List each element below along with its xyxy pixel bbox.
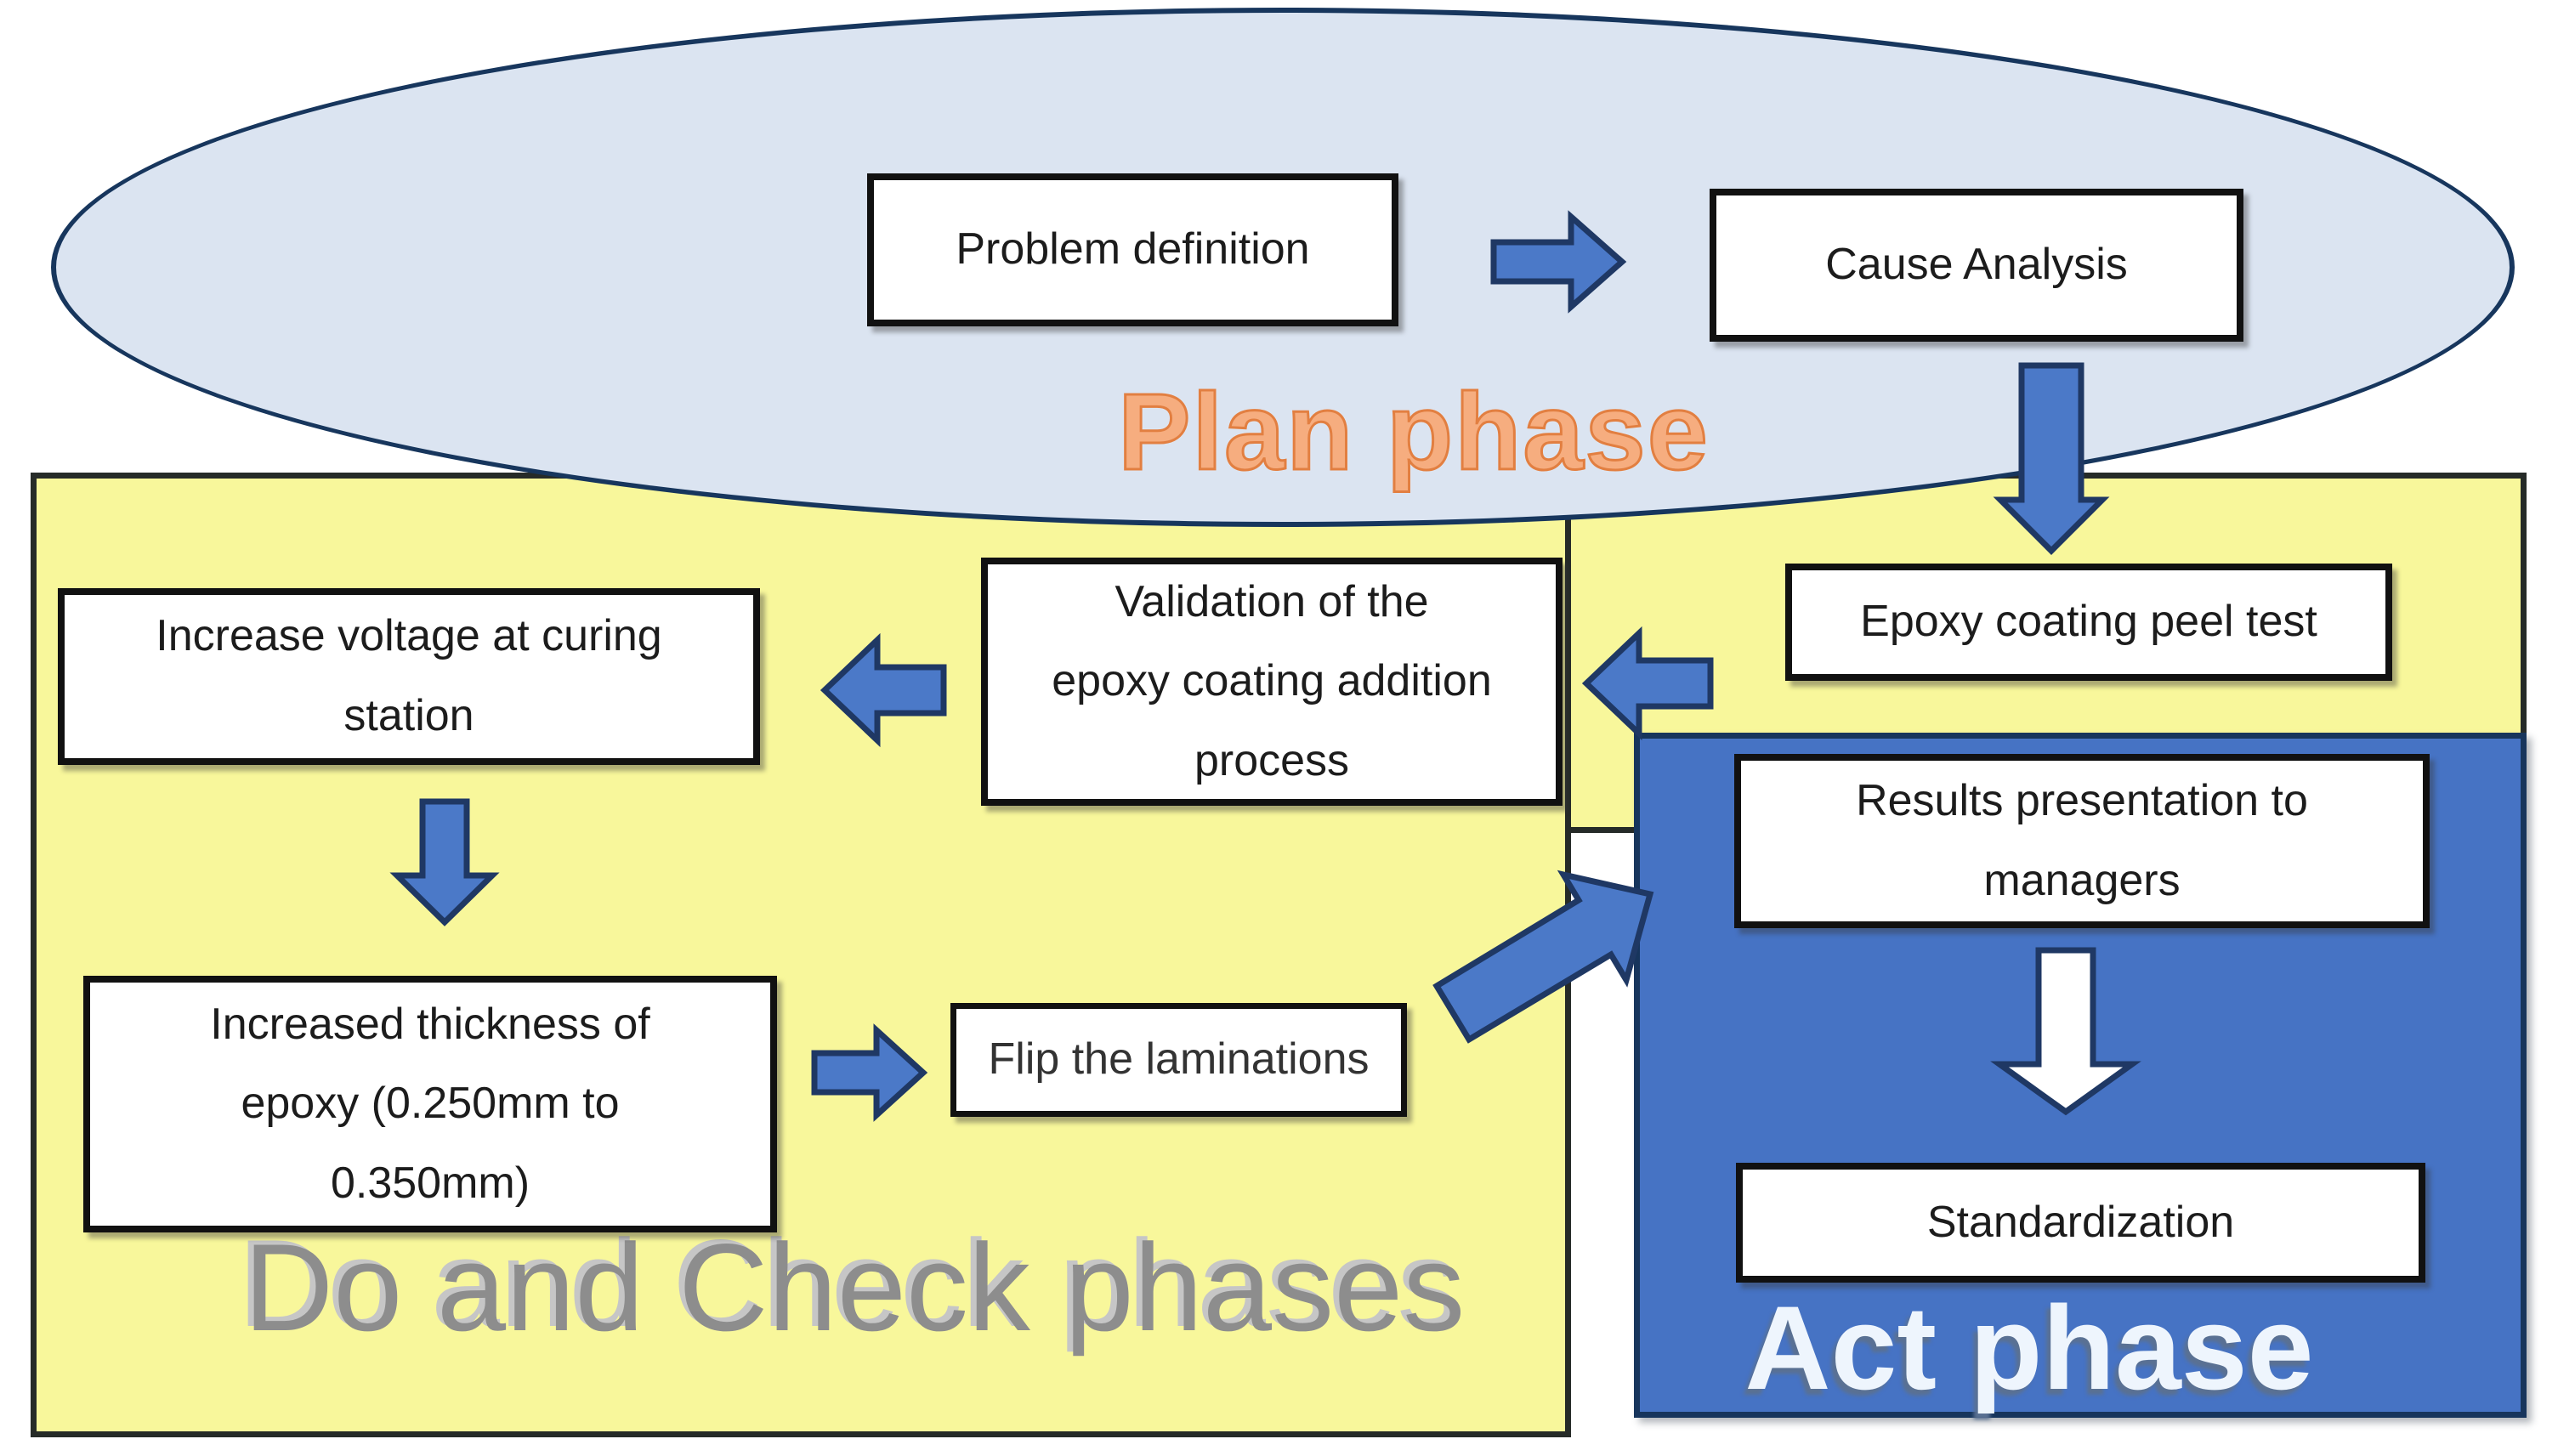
node-standardization: Standardization — [1736, 1163, 2425, 1283]
node-problem-definition: Problem definition — [867, 173, 1398, 326]
validation-to-increase-left-arrow-icon — [820, 632, 947, 748]
node-epoxy-peel-test: Epoxy coating peel test — [1785, 564, 2392, 681]
node-results-presentation: Results presentation to managers — [1734, 754, 2430, 928]
flip-to-results-diagonal-arrow-icon — [1432, 870, 1654, 1044]
results-to-standardization-white-down-arrow-icon — [1990, 947, 2141, 1116]
node-increased-thickness: Increased thickness of epoxy (0.250mm to… — [83, 976, 777, 1232]
act-phase-label: Act phase — [1744, 1281, 2314, 1414]
plan-phase-label: Plan phase — [1117, 371, 1710, 493]
node-flip-laminations: Flip the laminations — [950, 1003, 1407, 1117]
do-check-phase-label: Do and Check phases — [243, 1218, 1466, 1357]
node-increase-voltage: Increase voltage at curing station — [58, 588, 760, 765]
problem-to-cause-right-arrow-icon — [1490, 210, 1627, 314]
increase-to-thickness-down-arrow-icon — [389, 798, 500, 926]
cause-to-epoxy-down-arrow-icon — [1993, 362, 2110, 555]
node-validation-process: Validation of the epoxy coating addition… — [981, 558, 1563, 806]
node-cause-analysis: Cause Analysis — [1710, 189, 2243, 342]
thickness-to-flip-right-arrow-icon — [811, 1023, 928, 1122]
epoxy-to-validation-left-arrow-icon — [1581, 626, 1714, 741]
